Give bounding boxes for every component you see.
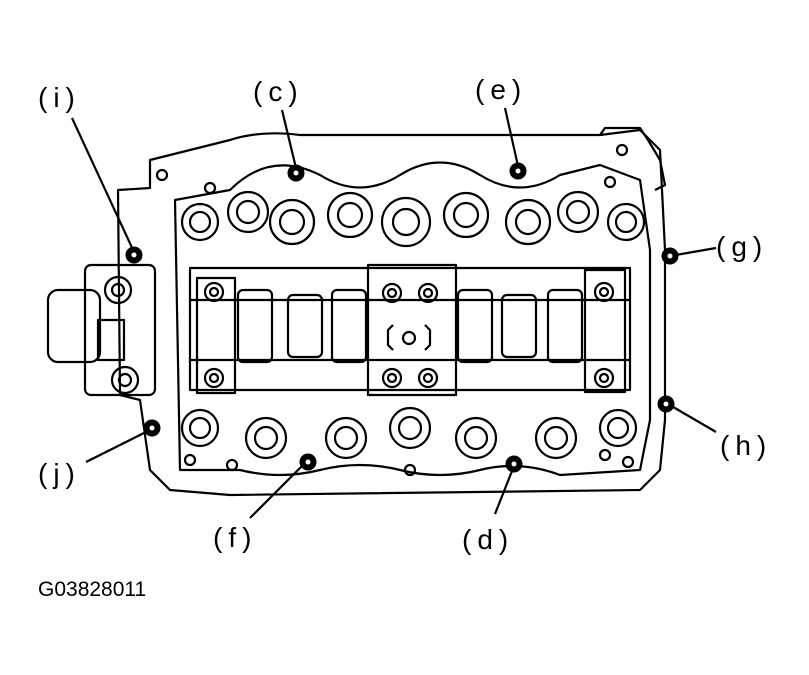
cam-lobe: [456, 288, 494, 364]
camshaft-band: [188, 266, 632, 392]
callout-h: (h): [720, 430, 773, 461]
leader-line: [493, 465, 516, 515]
lower-valve-springs: [180, 406, 638, 460]
center-cap-mark: [386, 324, 432, 351]
right-end-cover: [599, 126, 667, 191]
valve-deck: [173, 161, 652, 477]
cam-lobe: [286, 293, 324, 359]
upper-valve-springs: [180, 190, 646, 248]
leader-line: [503, 107, 520, 167]
cam-lobe: [330, 288, 368, 364]
callout-f: (f): [213, 522, 258, 553]
head-outline: [116, 128, 667, 497]
callout-i: (i): [38, 82, 81, 113]
cam-lobe: [546, 288, 584, 364]
callout-g: (g): [716, 231, 769, 262]
bearing-cap-center: [366, 263, 458, 397]
perimeter-studs: [155, 143, 635, 477]
figure-id: G03828011: [38, 578, 147, 601]
cam-end-housing: [46, 263, 157, 397]
callout-d: (d): [462, 524, 515, 555]
leader-line: [249, 461, 307, 519]
cap-bolts: [203, 281, 615, 389]
callout-j: (j): [38, 458, 81, 489]
bearing-cap-left: [195, 276, 237, 395]
cam-lobe: [500, 293, 538, 359]
bearing-cap-right: [583, 268, 627, 394]
callout-bolts: [125, 162, 679, 473]
leader-line: [280, 109, 298, 169]
leader-line: [71, 117, 135, 253]
cam-lobe: [236, 288, 274, 364]
callout-e: (e): [475, 74, 528, 105]
callout-c: (c): [253, 76, 304, 107]
leader-line: [667, 403, 717, 433]
leader-line: [85, 429, 151, 463]
